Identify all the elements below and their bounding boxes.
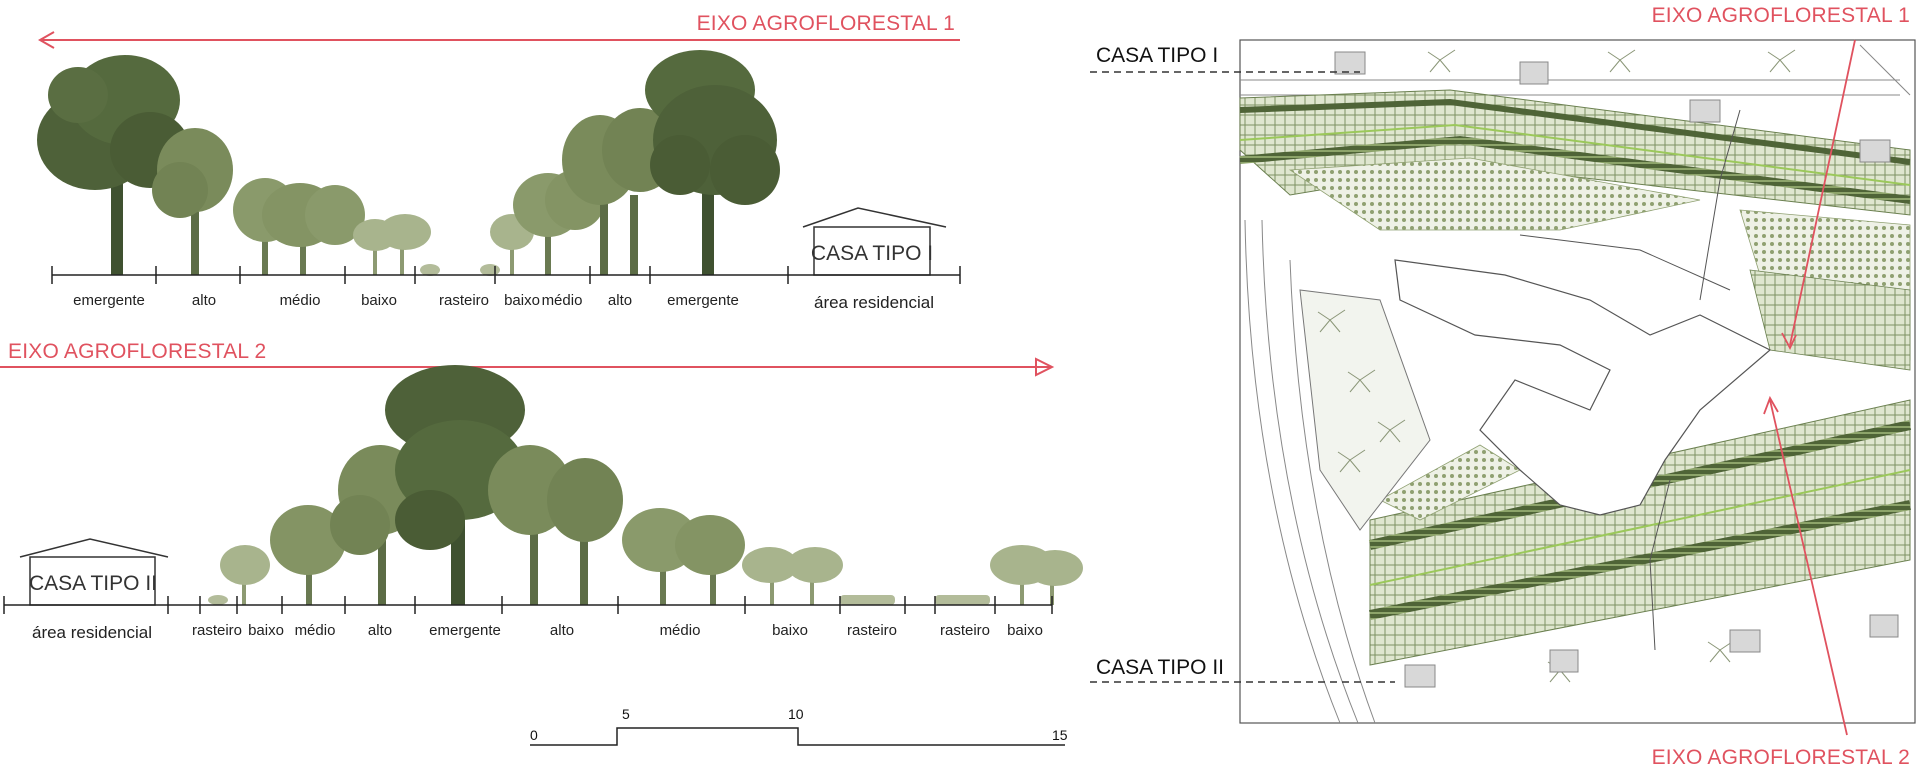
segment-label: baixo xyxy=(361,292,397,309)
scale-tick-label: 5 xyxy=(622,706,630,722)
segment-label: alto xyxy=(608,292,632,309)
plan-crop-band-bottom xyxy=(1368,399,1912,666)
plan-axis-2-arrow xyxy=(1763,395,1848,736)
zone-label-residencial: área residencial xyxy=(814,293,934,312)
site-plan xyxy=(1090,39,1916,736)
shrub-rasteiro xyxy=(935,595,990,605)
plan-houses xyxy=(1334,51,1899,688)
house-casa-tipo-2: CASA TIPO II xyxy=(19,538,169,606)
tree-alto xyxy=(152,128,233,275)
segment-label: baixo xyxy=(772,622,808,639)
section-1-baseline xyxy=(51,266,961,284)
segment-label: rasteiro xyxy=(439,292,489,309)
segment-label: rasteiro xyxy=(192,622,242,639)
section-1-segment-labels: emergente alto médio baixo rasteiro baix… xyxy=(73,292,934,312)
segment-label: médio xyxy=(660,622,701,639)
plan-label-eixo-1: EIXO AGROFLORESTAL 1 xyxy=(1652,4,1910,27)
section-2-baseline xyxy=(3,596,1053,614)
plan-axis-1-arrow xyxy=(1781,39,1856,351)
tree-medio xyxy=(233,178,365,275)
segment-label: baixo xyxy=(504,292,540,309)
plan-label-casa-1: CASA TIPO I xyxy=(1096,44,1218,67)
segment-label: rasteiro xyxy=(940,622,990,639)
tree-emergente xyxy=(385,365,525,605)
plan-planted-wedge xyxy=(1299,289,1431,531)
segment-label: rasteiro xyxy=(847,622,897,639)
house-1-label: CASA TIPO I xyxy=(811,242,933,265)
tree-baixo xyxy=(990,545,1083,605)
section-2-trees xyxy=(208,365,1083,605)
section-1-trees xyxy=(37,50,780,276)
house-casa-tipo-1: CASA TIPO I xyxy=(802,207,947,276)
shrub-rasteiro xyxy=(420,264,440,276)
axis-2-arrow xyxy=(0,357,1055,377)
scale-tick-label: 0 xyxy=(530,727,538,743)
axis-1-arrow xyxy=(37,31,960,49)
zone-label-residencial: área residencial xyxy=(32,623,152,642)
house-2-label: CASA TIPO II xyxy=(29,572,157,595)
segment-label: emergente xyxy=(73,292,145,309)
segment-label: baixo xyxy=(1007,622,1043,639)
tree-alto xyxy=(562,108,678,275)
plan-central-plaza xyxy=(1394,259,1772,516)
scale-bar: 0 5 10 15 xyxy=(530,706,1068,746)
section-1: EIXO AGROFLORESTAL 1 xyxy=(37,12,961,312)
segment-label: alto xyxy=(550,622,574,639)
segment-label: médio xyxy=(280,292,321,309)
segment-label: emergente xyxy=(667,292,739,309)
shrub-rasteiro xyxy=(480,264,500,276)
section-2-segment-labels: área residencial rasteiro baixo médio al… xyxy=(32,622,1043,642)
tree-alto xyxy=(488,445,623,605)
segment-label: baixo xyxy=(248,622,284,639)
tree-baixo xyxy=(742,547,843,605)
segment-label: alto xyxy=(192,292,216,309)
plan-crop-band-top xyxy=(1239,89,1911,231)
tree-baixo xyxy=(220,545,270,605)
shrub-rasteiro xyxy=(208,595,228,605)
scale-tick-label: 15 xyxy=(1052,727,1068,743)
segment-label: médio xyxy=(295,622,336,639)
tree-emergente xyxy=(645,50,780,275)
section-2: EIXO AGROFLORESTAL 2 CASA TIPO II xyxy=(0,340,1083,642)
axis-1-title: EIXO AGROFLORESTAL 1 xyxy=(697,12,955,35)
tree-baixo xyxy=(353,214,431,275)
plan-label-eixo-2: EIXO AGROFLORESTAL 2 xyxy=(1652,746,1910,769)
segment-label: alto xyxy=(368,622,392,639)
plan-label-casa-2: CASA TIPO II xyxy=(1096,656,1224,679)
shrub-rasteiro xyxy=(840,595,895,605)
segment-label: médio xyxy=(542,292,583,309)
scale-tick-label: 10 xyxy=(788,706,804,722)
axis-2-title: EIXO AGROFLORESTAL 2 xyxy=(8,340,266,363)
segment-label: emergente xyxy=(429,622,501,639)
tree-medio xyxy=(270,505,346,605)
tree-medio xyxy=(622,508,745,605)
